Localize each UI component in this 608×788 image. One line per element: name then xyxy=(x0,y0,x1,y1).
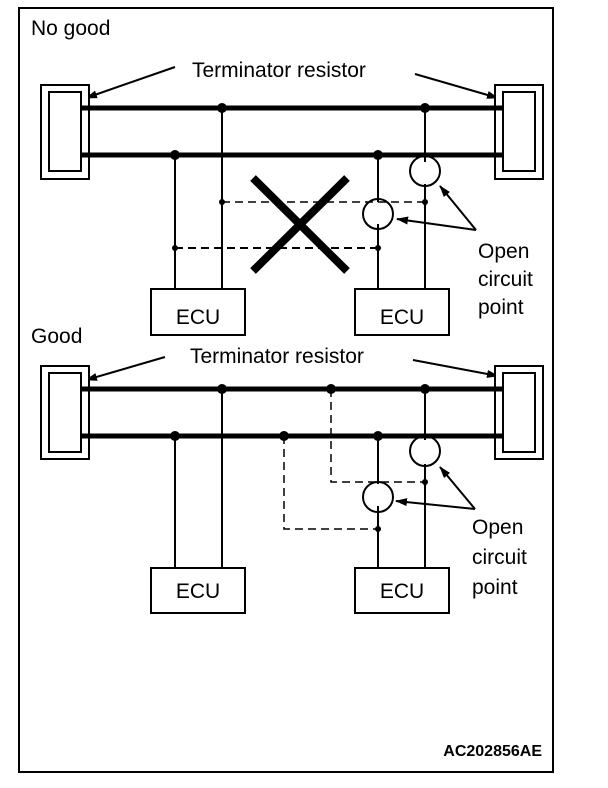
open-circuit-marker xyxy=(409,435,441,467)
terminator-label: Terminator resistor xyxy=(190,345,364,368)
open-circuit-marker xyxy=(362,481,394,513)
ecu-box: ECU xyxy=(354,567,450,614)
callout-arrow xyxy=(396,216,477,231)
terminator-resistor-left xyxy=(40,365,90,460)
junction xyxy=(219,199,225,205)
junction xyxy=(375,526,381,532)
junction xyxy=(422,199,428,205)
ecu-box: ECU xyxy=(150,567,246,614)
callout-arrow xyxy=(439,466,476,510)
terminator-resistor-right xyxy=(494,84,544,180)
ecu-box: ECU xyxy=(354,288,450,336)
ecu-box: ECU xyxy=(150,288,246,336)
bypass-wire-dashed xyxy=(330,389,425,483)
junction xyxy=(172,245,178,251)
terminator-resistor-right xyxy=(494,365,544,460)
open-circuit-label: Open circuit point xyxy=(472,516,533,599)
panel-heading: No good xyxy=(31,17,110,40)
ecu-label: ECU xyxy=(380,580,424,603)
callout-arrow xyxy=(395,498,476,510)
open-circuit-marker xyxy=(409,155,441,187)
terminator-arrow-right xyxy=(412,359,499,378)
figure-frame xyxy=(18,7,554,773)
junction xyxy=(375,245,381,251)
bypass-wire-dashed xyxy=(283,436,378,530)
terminator-arrow-left xyxy=(85,66,176,99)
terminator-arrow-left xyxy=(85,356,166,381)
panel-good: Good Terminator resistor xyxy=(31,325,544,614)
figure-code: AC202856AE xyxy=(443,743,542,760)
cross-out-icon xyxy=(250,175,350,274)
terminator-arrow-right xyxy=(414,73,499,99)
junction xyxy=(422,479,428,485)
open-circuit-label: Open circuit point xyxy=(478,240,539,319)
terminator-resistor-left xyxy=(40,84,90,180)
ecu-label: ECU xyxy=(176,580,220,603)
callout-arrow xyxy=(439,185,477,231)
panel-heading: Good xyxy=(31,325,82,348)
open-circuit-marker xyxy=(362,198,394,230)
terminator-label: Terminator resistor xyxy=(192,59,366,82)
ecu-label: ECU xyxy=(176,306,220,329)
ecu-label: ECU xyxy=(380,306,424,329)
panel-no-good: No good Terminator resistor xyxy=(31,17,544,336)
